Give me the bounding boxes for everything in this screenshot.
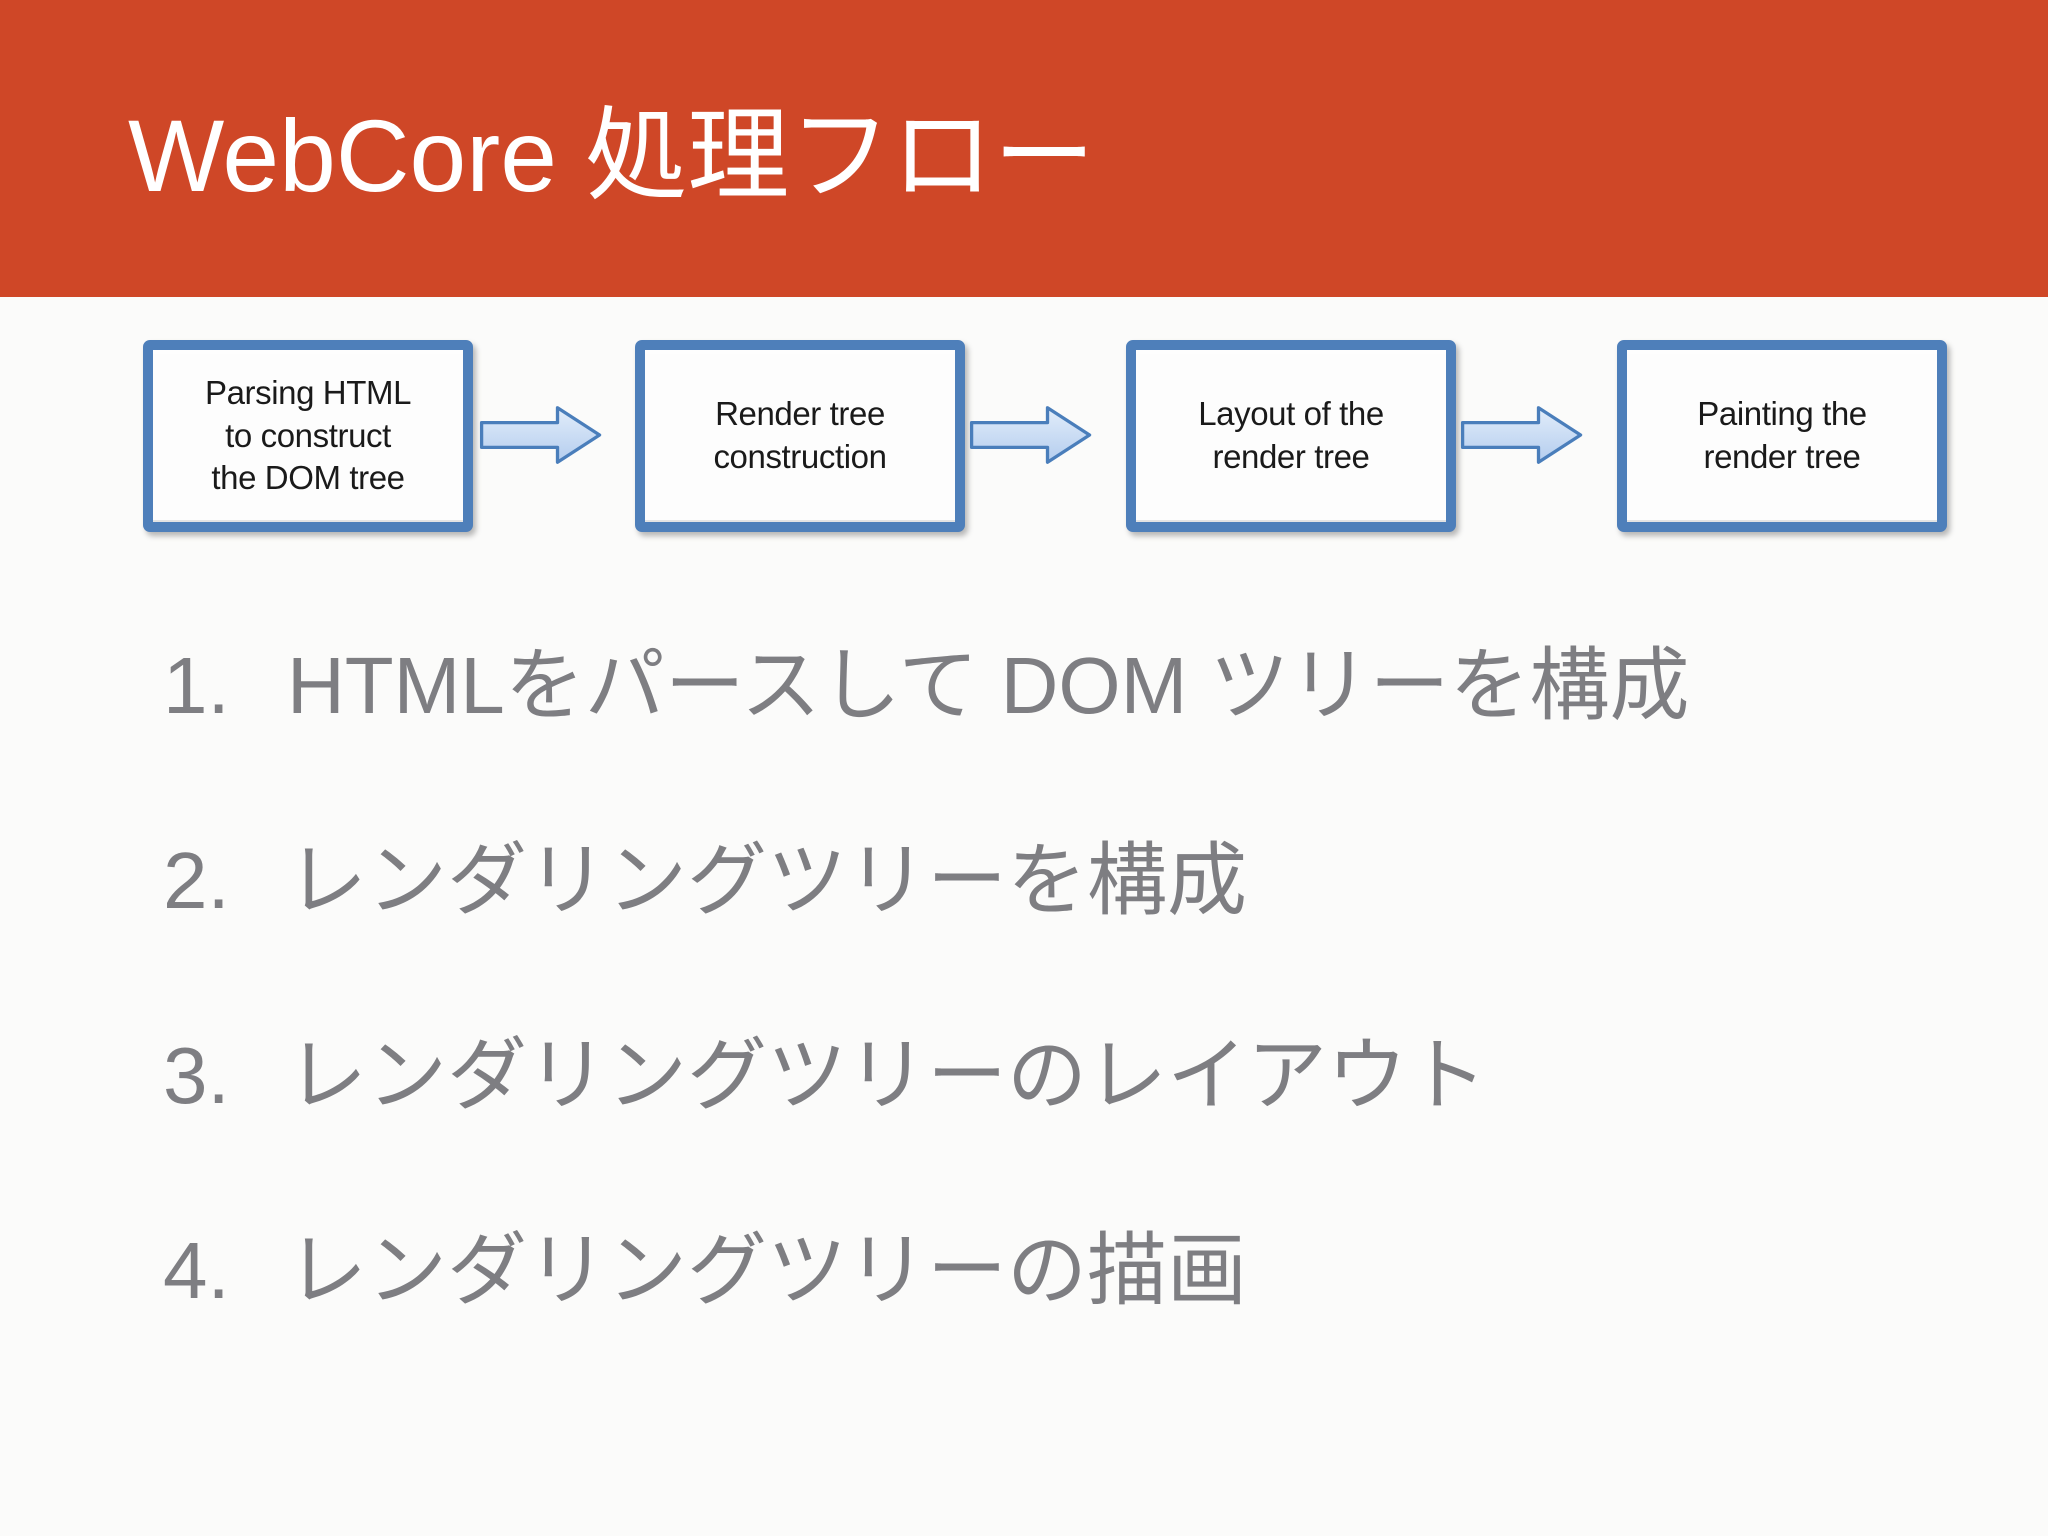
flow-box-parsing-html: Parsing HTML to construct the DOM tree — [143, 340, 473, 532]
step-number: 2. — [163, 836, 230, 925]
flow-arrow-icon — [1451, 402, 1593, 468]
flow-box-label-line: Painting the — [1697, 395, 1867, 433]
flow-box-label-line: to construct — [225, 416, 391, 454]
list-item: 4. レンダリングツリーの描画 — [163, 1223, 1963, 1319]
step-number: 3. — [163, 1031, 230, 1120]
flow-box-label-line: Layout of the — [1198, 395, 1384, 433]
step-text: HTMLをパースして DOM ツリーを構成 — [287, 641, 1690, 730]
step-text: レンダリングツリーのレイアウト — [287, 1031, 1487, 1120]
page-title: WebCore 処理フロー — [128, 99, 1096, 213]
list-item: 1. HTMLをパースして DOM ツリーを構成 — [163, 638, 1963, 734]
flow-arrow-icon — [470, 402, 612, 468]
flow-box-label-line: render tree — [1212, 438, 1370, 475]
flow-box-layout-render-tree: Layout of the render tree — [1126, 340, 1456, 532]
list-item: 2. レンダリングツリーを構成 — [163, 833, 1963, 929]
flow-box-label-line: the DOM tree — [211, 459, 405, 497]
flow-box-label-line: Render tree — [715, 395, 885, 433]
flow-arrow-icon — [960, 402, 1102, 468]
flow-box-label-line: render tree — [1703, 438, 1861, 475]
flow-box-label-line: construction — [713, 438, 887, 475]
list-item: 3. レンダリングツリーのレイアウト — [163, 1028, 1963, 1124]
flow-box-render-tree-construction: Render tree construction — [635, 340, 965, 532]
step-number: 1. — [163, 641, 230, 730]
flow-box-label-line: Parsing HTML — [204, 373, 412, 411]
step-number: 4. — [163, 1226, 230, 1315]
header-band: WebCore 処理フロー — [0, 0, 2048, 297]
step-text: レンダリングツリーを構成 — [287, 836, 1247, 925]
step-text: レンダリングツリーの描画 — [287, 1226, 1247, 1315]
flow-diagram: Parsing HTML to construct the DOM tree R… — [0, 0, 2048, 600]
flow-box-painting-render-tree: Painting the render tree — [1617, 340, 1947, 532]
